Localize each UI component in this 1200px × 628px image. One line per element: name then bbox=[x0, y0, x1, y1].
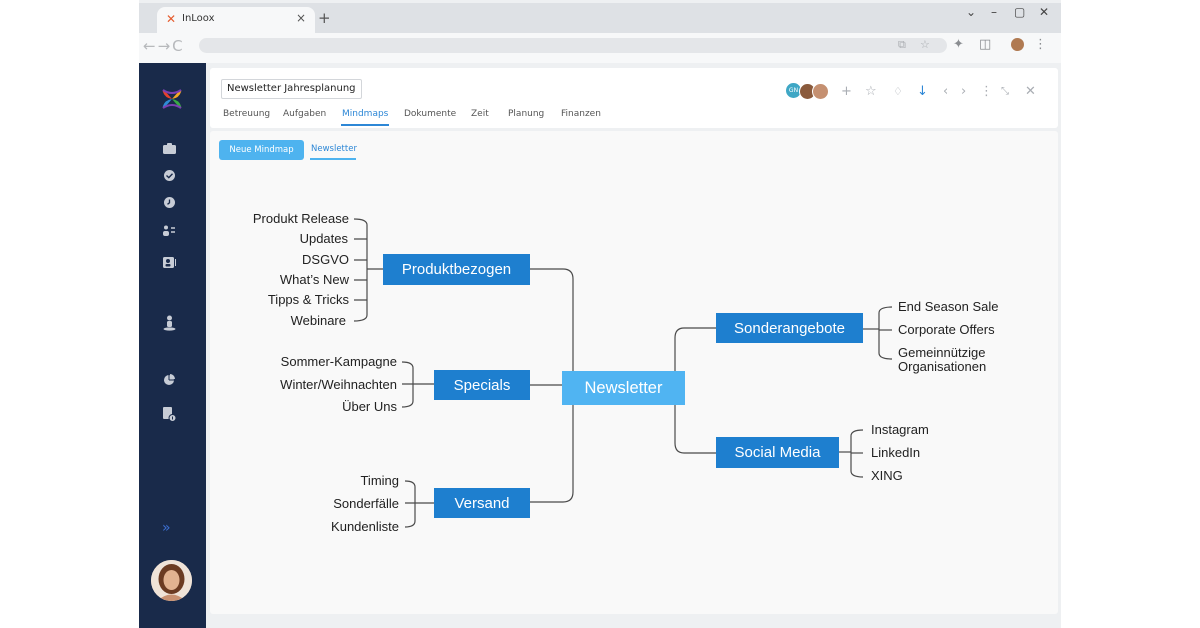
favorite-star-icon[interactable]: ☆ bbox=[865, 84, 877, 99]
location-person-icon[interactable] bbox=[163, 315, 176, 331]
mindmap-leaf[interactable]: Sommer-Kampagne bbox=[280, 354, 397, 369]
extensions-icon[interactable]: ✦ bbox=[953, 37, 964, 52]
navigation-arrows-icon[interactable]: ←→C bbox=[143, 37, 185, 55]
user-avatar[interactable] bbox=[151, 560, 192, 601]
mindmap-leaf[interactable]: End Season Sale bbox=[898, 299, 999, 314]
tab-betreuung[interactable]: Betreuung bbox=[223, 109, 271, 119]
tab-search-chevron-icon[interactable]: ⌄ bbox=[966, 5, 977, 19]
mindmap-leaf[interactable]: Instagram bbox=[871, 422, 929, 437]
browser-menu-icon[interactable]: ⋮ bbox=[1034, 37, 1047, 52]
mindmap-leaf[interactable]: Updates bbox=[299, 231, 348, 246]
projects-icon[interactable] bbox=[163, 143, 176, 154]
mindmap-node-versand[interactable]: Versand bbox=[434, 488, 530, 518]
tab-close-icon[interactable]: × bbox=[295, 11, 306, 25]
close-window-button[interactable]: ✕ bbox=[1039, 5, 1050, 19]
restore-button[interactable]: ▢ bbox=[1014, 5, 1026, 19]
mindmap-leaf[interactable]: Organisationen bbox=[898, 359, 987, 374]
mindmap-leaf[interactable]: Tipps & Tricks bbox=[267, 292, 349, 307]
tab-finanzen[interactable]: Finanzen bbox=[561, 109, 601, 119]
document-info-icon[interactable] bbox=[163, 407, 176, 422]
previous-icon[interactable]: ‹ bbox=[943, 84, 949, 99]
tasks-check-icon[interactable] bbox=[163, 170, 176, 181]
mindmap-leaf[interactable]: XING bbox=[871, 468, 903, 483]
download-arrow-icon[interactable]: ↓ bbox=[917, 84, 928, 99]
mindmap-node-sonderangebote[interactable]: Sonderangebote bbox=[716, 313, 863, 343]
sidepanel-icon[interactable]: ◫ bbox=[979, 37, 992, 52]
expand-sidebar-icon[interactable]: » bbox=[162, 520, 171, 536]
bookmark-star-icon[interactable]: ☆ bbox=[920, 38, 930, 51]
tab-planung[interactable]: Planung bbox=[508, 109, 545, 119]
reports-piechart-icon[interactable] bbox=[163, 374, 176, 385]
app-sidebar bbox=[139, 63, 206, 628]
mindmap-tab-newsletter[interactable]: Newsletter bbox=[311, 144, 357, 154]
minimize-button[interactable]: – bbox=[991, 5, 997, 19]
mindmap-tab-indicator bbox=[310, 158, 356, 160]
url-input[interactable] bbox=[199, 38, 947, 53]
inloox-logo-icon[interactable] bbox=[157, 84, 187, 114]
mindmap-leaf[interactable]: DSGVO bbox=[302, 252, 349, 267]
tab-dokumente[interactable]: Dokumente bbox=[404, 109, 457, 119]
mindmap-leaf[interactable]: What’s New bbox=[279, 272, 349, 287]
mindmap-leaf[interactable]: Sonderfälle bbox=[333, 496, 399, 511]
next-icon[interactable]: › bbox=[961, 84, 967, 99]
tab-mindmaps[interactable]: Mindmaps bbox=[342, 109, 389, 119]
mindmap-node-specials[interactable]: Specials bbox=[434, 370, 530, 400]
mindmap-center-node[interactable]: Newsletter bbox=[562, 371, 685, 405]
contacts-icon[interactable] bbox=[163, 257, 176, 268]
collapse-icon[interactable]: ⤡ bbox=[1001, 86, 1009, 97]
new-mindmap-button[interactable]: Neue Mindmap bbox=[219, 140, 304, 160]
mindmap-leaf[interactable]: Winter/Weihnachten bbox=[280, 377, 397, 392]
browser-profile-avatar[interactable] bbox=[1011, 38, 1024, 51]
close-panel-icon[interactable]: ✕ bbox=[1025, 84, 1036, 99]
tab-zeit[interactable]: Zeit bbox=[471, 109, 489, 119]
browser-tab[interactable]: ✕ InLoox × bbox=[157, 7, 315, 33]
inloox-favicon-icon: ✕ bbox=[166, 12, 177, 26]
project-title-field[interactable]: Newsletter Jahresplanung bbox=[221, 79, 362, 99]
browser-tab-title: InLoox bbox=[182, 13, 215, 24]
active-tab-indicator bbox=[341, 124, 389, 126]
add-member-icon[interactable]: + bbox=[841, 84, 852, 99]
mindmap-leaf[interactable]: Über Uns bbox=[342, 399, 397, 414]
mindmap-leaf[interactable]: Gemeinnützige bbox=[898, 345, 986, 360]
team-member-avatar[interactable]: GN bbox=[786, 83, 801, 98]
mindmap-leaf[interactable]: Kundenliste bbox=[331, 519, 399, 534]
tab-aufgaben[interactable]: Aufgaben bbox=[283, 109, 327, 119]
mindmap-leaf[interactable]: LinkedIn bbox=[871, 445, 921, 460]
more-options-icon[interactable]: ⋮ bbox=[980, 84, 993, 99]
mindmap-leaf[interactable]: Produkt Release bbox=[252, 211, 349, 226]
team-member-avatar[interactable] bbox=[812, 83, 829, 100]
mindmap-leaf[interactable]: Corporate Offers bbox=[898, 322, 995, 337]
notification-bell-icon[interactable]: ♢ bbox=[893, 85, 903, 98]
mindmap-node-produktbezogen[interactable]: Produktbezogen bbox=[383, 254, 530, 285]
mindmap-leaf[interactable]: Webinare bbox=[290, 313, 346, 328]
mindmap-leaf[interactable]: Timing bbox=[360, 473, 399, 488]
share-icon[interactable]: ⧉ bbox=[898, 38, 906, 51]
team-exchange-icon[interactable] bbox=[163, 225, 176, 236]
time-clock-icon[interactable] bbox=[163, 197, 176, 208]
new-tab-button[interactable]: + bbox=[318, 9, 331, 27]
mindmap-node-social-media[interactable]: Social Media bbox=[716, 437, 839, 468]
